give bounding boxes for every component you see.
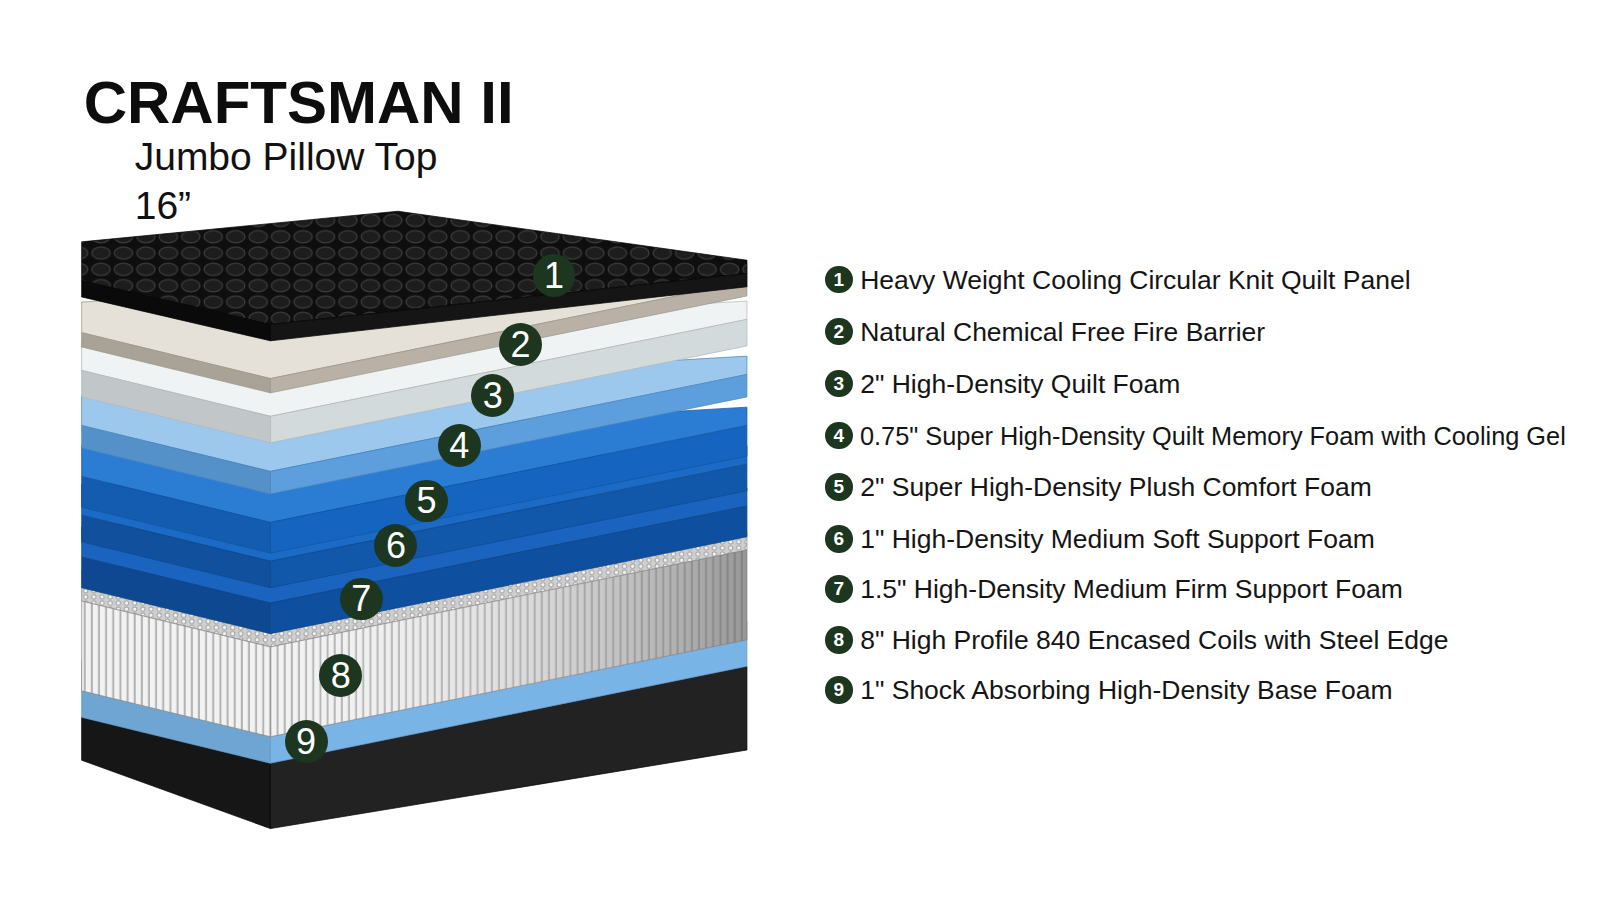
layer-description: 2" Super High-Density Plush Comfort Foam [860,473,1372,500]
list-number: 8 [825,626,853,654]
list-number: 1 [825,266,853,294]
list-number: 2 [825,318,853,346]
layer-description: 1.5" High-Density Medium Firm Support Fo… [860,576,1403,603]
layer-description: 8" High Profile 840 Encased Coils with S… [860,627,1448,654]
callout-number: 3 [471,374,514,417]
quilt-panel [82,281,271,341]
callout-number: 1 [533,254,576,297]
subtitle: 16” [135,186,191,225]
callout-number: 9 [285,720,328,763]
title: CRAFTSMAN II [84,73,514,133]
callout-number: 8 [319,654,362,697]
layer-description: 2" High-Density Quilt Foam [860,370,1180,397]
callout-number: 7 [340,578,383,621]
list-number: 3 [825,370,853,398]
list-number: 5 [825,473,853,501]
callout-number: 6 [374,524,417,567]
list-number: 4 [825,422,853,450]
list-number: 9 [825,676,853,704]
subtitle: Jumbo Pillow Top [135,137,438,176]
list-number: 7 [825,575,853,603]
list-number: 6 [825,525,853,553]
mattress-illustration [82,211,747,828]
callout-number: 2 [499,323,542,366]
layer-description: Heavy Weight Cooling Circular Knit Quilt… [860,266,1410,293]
mattress-layer [82,477,271,554]
layer-description: 0.75" Super High-Density Quilt Memory Fo… [860,422,1566,449]
layer-description: 1" High-Density Medium Soft Support Foam [860,526,1375,553]
layer-description: 1" Shock Absorbing High-Density Base Foa… [860,677,1392,704]
callout-number: 5 [405,480,448,523]
mattress-layer [82,333,271,393]
layer-description: Natural Chemical Free Fire Barrier [860,318,1265,345]
callout-number: 4 [438,424,481,467]
